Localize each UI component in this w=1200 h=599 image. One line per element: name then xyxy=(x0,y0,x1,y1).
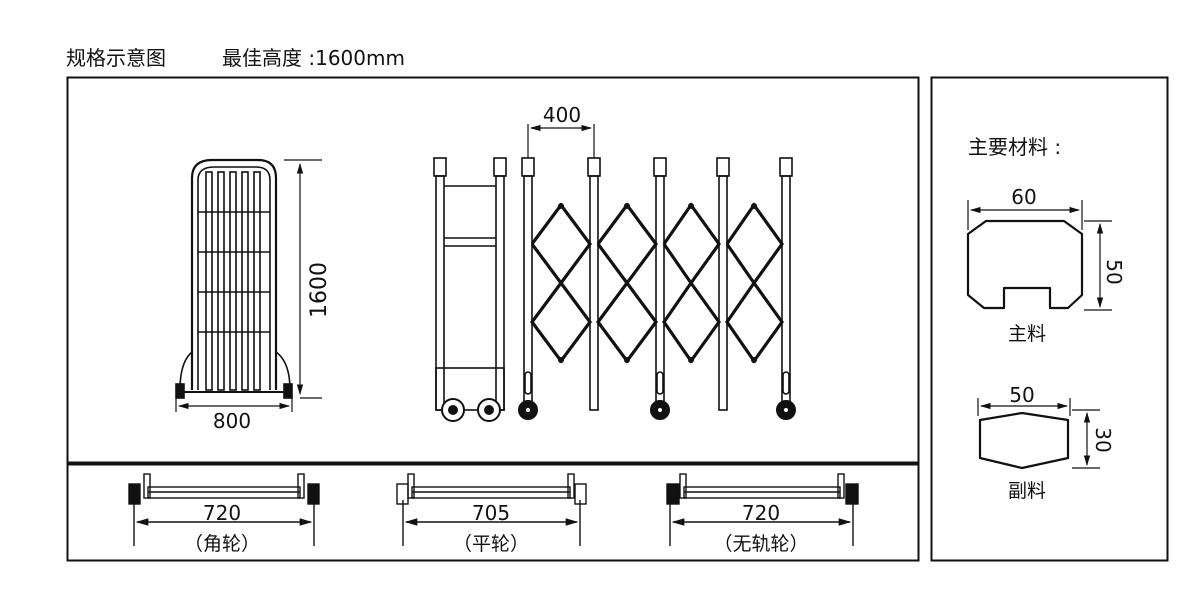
secondary-material-height-label: 30 xyxy=(1091,427,1115,452)
best-height-label: 最佳高度 :1600mm xyxy=(222,46,405,70)
secondary-material-width-dimension xyxy=(977,398,1071,416)
main-material-name: 主料 xyxy=(1008,323,1046,345)
secondary-material-profile xyxy=(978,411,1070,470)
flat-wheel-name: （平轮） xyxy=(453,533,529,555)
gate-wheels xyxy=(441,398,796,422)
spacing-dimension xyxy=(527,124,595,158)
expanded-gate-view xyxy=(433,157,793,411)
scissor-lattice xyxy=(530,202,784,364)
trackless-wheel-name: （无轨轮） xyxy=(713,533,808,555)
main-material-profile xyxy=(966,219,1084,310)
main-material-height-dimension xyxy=(1084,220,1112,311)
front-width-label: 800 xyxy=(213,409,251,433)
flat-wheel-diagram xyxy=(396,473,587,546)
main-material-width-dimension xyxy=(967,200,1083,230)
trackless-wheel-diagram xyxy=(666,473,859,546)
secondary-material-name: 副料 xyxy=(1008,480,1046,502)
secondary-material-width-label: 50 xyxy=(1009,383,1034,407)
main-material-height-label: 50 xyxy=(1102,259,1126,284)
front-width-dimension xyxy=(175,398,293,412)
front-height-dimension xyxy=(284,159,322,399)
corner-wheel-name: （角轮） xyxy=(184,533,260,555)
diagram-title: 规格示意图 xyxy=(66,46,166,70)
main-material-width-label: 60 xyxy=(1011,185,1036,209)
lattice-pins xyxy=(558,203,757,363)
secondary-material-height-dimension xyxy=(1072,409,1100,469)
folded-gate-front-view xyxy=(175,158,293,399)
front-height-label: 1600 xyxy=(307,262,332,318)
trackless-wheel-width-label: 720 xyxy=(742,501,780,525)
elevation-panel xyxy=(66,76,920,464)
spacing-label: 400 xyxy=(543,103,581,127)
flat-wheel-width-label: 705 xyxy=(472,501,510,525)
corner-wheel-diagram xyxy=(128,473,320,546)
wheel-panel xyxy=(66,463,920,562)
corner-wheel-width-label: 720 xyxy=(203,501,241,525)
materials-heading: 主要材料 : xyxy=(968,135,1061,159)
material-panel xyxy=(930,76,1169,562)
